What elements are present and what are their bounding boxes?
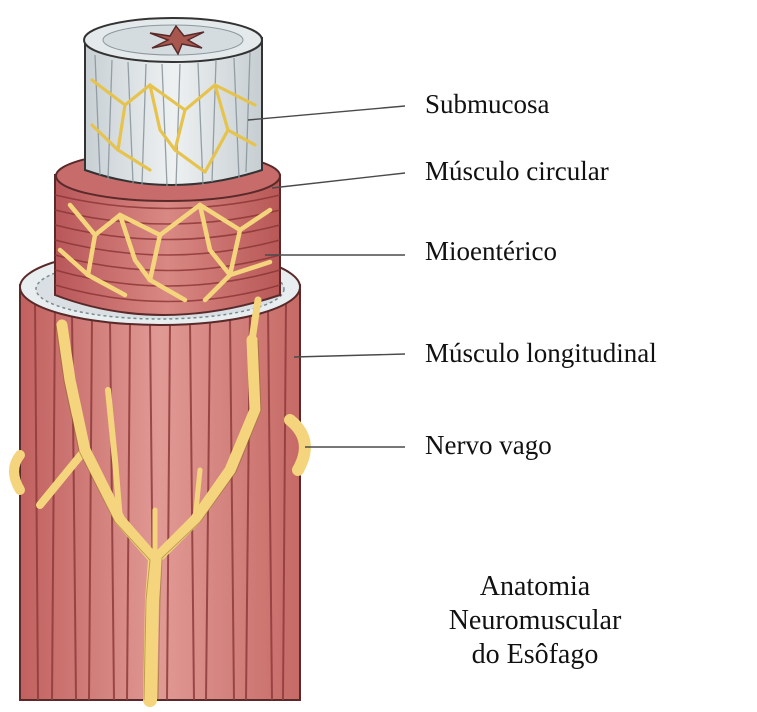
label-longitudinal-muscle: Músculo longitudinal bbox=[425, 340, 657, 367]
caption-line-2: Neuromuscular bbox=[395, 604, 675, 638]
leader-longitudinal-muscle bbox=[294, 354, 405, 357]
label-vagus-nerve: Nervo vago bbox=[425, 432, 552, 459]
caption-line-3: do Esôfago bbox=[395, 638, 675, 672]
submucosa-layer bbox=[84, 18, 262, 186]
diagram-caption: Anatomia Neuromuscular do Esôfago bbox=[395, 570, 675, 672]
label-circular-muscle: Músculo circular bbox=[425, 158, 609, 185]
label-submucosa: Submucosa bbox=[425, 91, 550, 118]
label-myenteric: Mioentérico bbox=[425, 238, 557, 265]
leader-circular-muscle bbox=[272, 173, 405, 188]
caption-line-1: Anatomia bbox=[395, 570, 675, 604]
leader-submucosa bbox=[248, 106, 405, 120]
